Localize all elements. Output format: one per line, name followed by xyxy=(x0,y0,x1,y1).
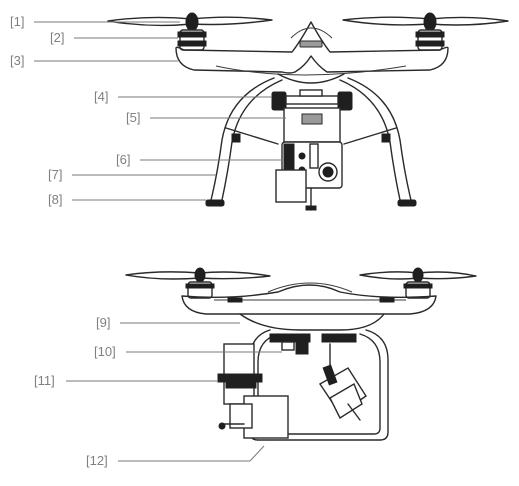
callout-11: [11] xyxy=(34,373,55,388)
propeller-side-left xyxy=(125,267,271,283)
motor-side-right xyxy=(403,281,433,299)
side-mount xyxy=(269,333,357,371)
motor-side-left xyxy=(185,281,215,299)
callout-4: [4] xyxy=(94,89,108,104)
motor-left xyxy=(177,29,207,51)
callout-labels: [1] [2] [3] [4] [5] [6] [7] [8] [9] [10]… xyxy=(10,14,140,468)
body-shell xyxy=(175,21,449,84)
motor-right xyxy=(415,29,445,51)
leaders-side xyxy=(66,322,282,462)
drone-front-view xyxy=(34,12,509,211)
callout-6: [6] xyxy=(116,152,130,167)
callout-5: [5] xyxy=(126,110,140,125)
callout-12: [12] xyxy=(86,453,108,468)
callout-10: [10] xyxy=(94,344,116,359)
landing-gear xyxy=(205,77,417,207)
callout-7: [7] xyxy=(48,167,62,182)
propeller-left xyxy=(107,12,273,32)
drone-side-view xyxy=(66,267,477,462)
propeller-right xyxy=(342,12,509,32)
gimbal-mount xyxy=(271,89,353,143)
gimbal-camera xyxy=(275,141,343,211)
callout-9: [9] xyxy=(96,315,110,330)
propeller-side-right xyxy=(359,267,477,283)
callout-3: [3] xyxy=(10,53,24,68)
callout-8: [8] xyxy=(48,192,62,207)
callout-2: [2] xyxy=(50,30,64,45)
side-body-shell xyxy=(181,282,437,331)
side-gimbal-camera xyxy=(319,364,367,421)
callout-1: [1] xyxy=(10,14,24,29)
side-battery xyxy=(217,343,289,439)
leaders-front xyxy=(34,21,286,201)
